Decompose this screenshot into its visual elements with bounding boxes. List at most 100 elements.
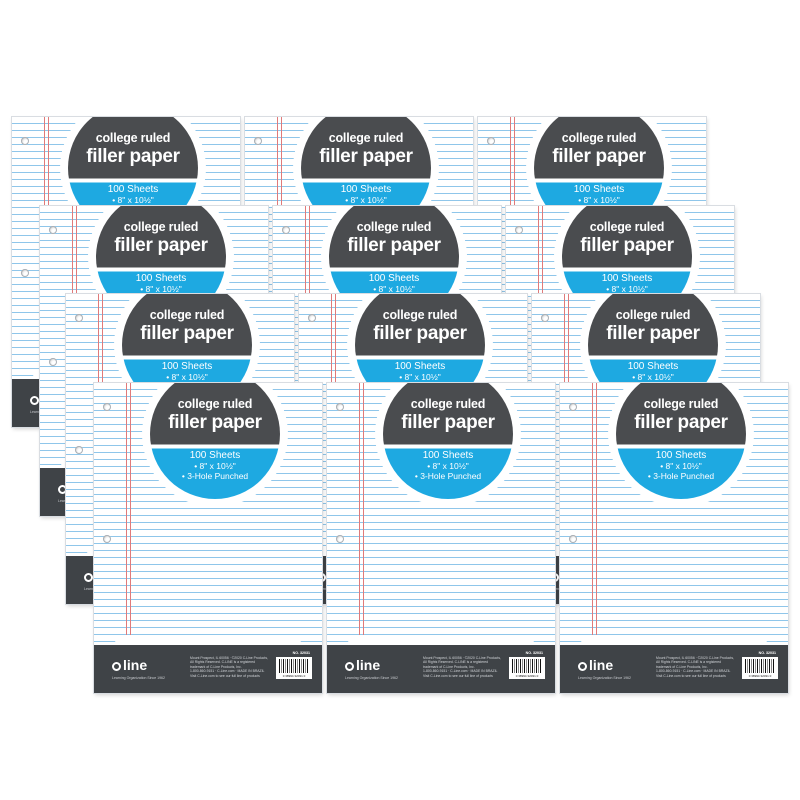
punch-hole xyxy=(75,446,83,454)
punch-hole xyxy=(282,226,290,234)
punch-hole xyxy=(75,314,83,322)
punch-hole xyxy=(21,269,29,277)
badge-title-line1: college ruled xyxy=(123,220,199,234)
badge-title-line2: filler paper xyxy=(140,323,234,344)
badge-sheets: 100 Sheets xyxy=(107,184,159,195)
badge-holes: • 3-Hole Punched xyxy=(181,471,249,481)
brand-tagline: Learning Organization Since 1962 xyxy=(578,676,631,680)
badge-sheets: 100 Sheets xyxy=(601,273,653,284)
item-number: NO. 32031 xyxy=(758,651,776,655)
brand-mark-icon xyxy=(84,573,93,582)
badge-title-line2: filler paper xyxy=(347,235,441,256)
brand-mark-icon xyxy=(578,662,587,671)
badge-title-line2: filler paper xyxy=(552,146,646,167)
badge-sheets: 100 Sheets xyxy=(627,361,679,372)
badge-size: • 8" x 10½" xyxy=(373,284,415,294)
barcode-number: 0 38994 32031 0 xyxy=(748,674,772,678)
badge-info: 100 Sheets • 8" x 10½" • 3-Hole Punched xyxy=(383,450,513,482)
punch-hole xyxy=(308,314,316,322)
badge-sheets: 100 Sheets xyxy=(189,450,241,461)
barcode: 0 38994 32031 0 xyxy=(742,657,778,679)
brand-logo: line xyxy=(578,657,613,673)
badge-title-line2: filler paper xyxy=(373,323,467,344)
punch-hole xyxy=(569,403,577,411)
badge-size: • 8" x 10½" xyxy=(578,195,620,205)
badge-info: 100 Sheets • 8" x 10½" • 3-Hole Punched xyxy=(150,450,280,482)
punch-hole xyxy=(515,226,523,234)
filler-paper-pack: college ruled filler paper 100 Sheets • … xyxy=(560,383,788,693)
badge-title-line1: college ruled xyxy=(615,308,691,322)
product-badge: college ruled filler paper 100 Sheets • … xyxy=(616,383,746,499)
badge-title-line1: college ruled xyxy=(561,131,637,145)
punch-hole xyxy=(21,137,29,145)
punch-hole xyxy=(254,137,262,145)
badge-size: • 8" x 10½" xyxy=(427,461,469,471)
badge-title-line1: college ruled xyxy=(356,220,432,234)
punch-hole xyxy=(541,314,549,322)
pack-footer: line Learning Organization Since 1962 Mo… xyxy=(327,645,555,693)
badge-sheets: 100 Sheets xyxy=(340,184,392,195)
badge-title-line1: college ruled xyxy=(177,397,253,411)
badge-size: • 8" x 10½" xyxy=(112,195,154,205)
badge-holes: • 3-Hole Punched xyxy=(647,471,715,481)
badge-title-line1: college ruled xyxy=(382,308,458,322)
badge-title-line1: college ruled xyxy=(589,220,665,234)
barcode-bars xyxy=(745,659,775,673)
barcode-bars xyxy=(279,659,309,673)
badge-sheets: 100 Sheets xyxy=(422,450,474,461)
brand-tagline: Learning Organization Since 1962 xyxy=(345,676,398,680)
punch-hole xyxy=(569,535,577,543)
badge-title-line2: filler paper xyxy=(168,412,262,433)
badge-sheets: 100 Sheets xyxy=(573,184,625,195)
pack-footer: line Learning Organization Since 1962 Mo… xyxy=(560,645,788,693)
punch-hole xyxy=(336,403,344,411)
badge-title-line1: college ruled xyxy=(643,397,719,411)
punch-hole xyxy=(336,535,344,543)
badge-size: • 8" x 10½" xyxy=(166,372,208,382)
badge-size: • 8" x 10½" xyxy=(140,284,182,294)
filler-paper-pack: college ruled filler paper 100 Sheets • … xyxy=(94,383,322,693)
badge-size: • 8" x 10½" xyxy=(194,461,236,471)
brand-tagline: Learning Organization Since 1962 xyxy=(112,676,165,680)
punch-hole xyxy=(49,226,57,234)
punch-hole xyxy=(103,535,111,543)
manufacturer-info: Mount Prospect, IL 60056 · ©2020 C-Line … xyxy=(656,656,734,678)
badge-sheets: 100 Sheets xyxy=(135,273,187,284)
badge-title-line2: filler paper xyxy=(86,146,180,167)
badge-sheets: 100 Sheets xyxy=(394,361,446,372)
manufacturer-info: Mount Prospect, IL 60056 · ©2020 C-Line … xyxy=(423,656,501,678)
badge-title-line2: filler paper xyxy=(401,412,495,433)
filler-paper-pack: college ruled filler paper 100 Sheets • … xyxy=(327,383,555,693)
barcode-number: 0 38994 32031 0 xyxy=(282,674,306,678)
brand-mark-icon xyxy=(112,662,121,671)
barcode-bars xyxy=(512,659,542,673)
punch-hole xyxy=(49,358,57,366)
manufacturer-info: Mount Prospect, IL 60056 · ©2020 C-Line … xyxy=(190,656,268,678)
badge-title-line2: filler paper xyxy=(606,323,700,344)
item-number: NO. 32031 xyxy=(525,651,543,655)
badge-size: • 8" x 10½" xyxy=(660,461,702,471)
badge-title-line1: college ruled xyxy=(410,397,486,411)
barcode: 0 38994 32031 0 xyxy=(276,657,312,679)
punch-hole xyxy=(487,137,495,145)
badge-title-line1: college ruled xyxy=(328,131,404,145)
barcode: 0 38994 32031 0 xyxy=(509,657,545,679)
pack-footer: line Learning Organization Since 1962 Mo… xyxy=(94,645,322,693)
badge-title-line2: filler paper xyxy=(114,235,208,256)
brand-mark-icon xyxy=(345,662,354,671)
badge-info: 100 Sheets • 8" x 10½" • 3-Hole Punched xyxy=(616,450,746,482)
badge-size: • 8" x 10½" xyxy=(632,372,674,382)
punch-hole xyxy=(103,403,111,411)
badge-title-line2: filler paper xyxy=(634,412,728,433)
badge-holes: • 3-Hole Punched xyxy=(414,471,482,481)
badge-size: • 8" x 10½" xyxy=(606,284,648,294)
badge-title-line1: college ruled xyxy=(95,131,171,145)
product-badge: college ruled filler paper 100 Sheets • … xyxy=(150,383,280,499)
badge-sheets: 100 Sheets xyxy=(161,361,213,372)
brand-logo: line xyxy=(345,657,380,673)
badge-size: • 8" x 10½" xyxy=(345,195,387,205)
product-badge: college ruled filler paper 100 Sheets • … xyxy=(383,383,513,499)
brand-mark-icon xyxy=(30,396,39,405)
badge-sheets: 100 Sheets xyxy=(655,450,707,461)
